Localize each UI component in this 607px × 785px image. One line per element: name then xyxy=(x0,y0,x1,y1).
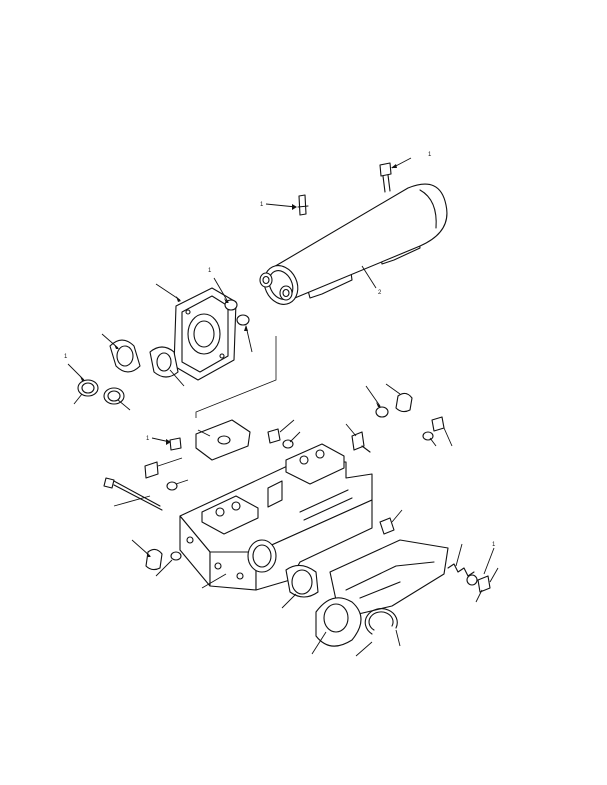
manifold-block xyxy=(179,443,373,591)
callout-4: 1 xyxy=(208,268,212,274)
callout-1: 1 xyxy=(428,152,432,158)
callout-2: 1 xyxy=(260,202,264,208)
gaskets xyxy=(195,419,449,647)
leader-lines xyxy=(67,157,499,657)
callout-7: 1 xyxy=(492,542,496,548)
callout-6: 1 xyxy=(146,436,150,442)
thermostat-valve xyxy=(285,564,319,598)
snap-ring xyxy=(364,608,398,635)
callout-3: 2 xyxy=(378,290,382,296)
oil-cooler-assembly xyxy=(259,162,448,305)
cooler-end-housing xyxy=(77,287,277,418)
fittings xyxy=(103,392,491,593)
callout-labels: 1 1 2 1 1 1 1 xyxy=(64,152,496,548)
callout-5: 1 xyxy=(64,354,68,360)
